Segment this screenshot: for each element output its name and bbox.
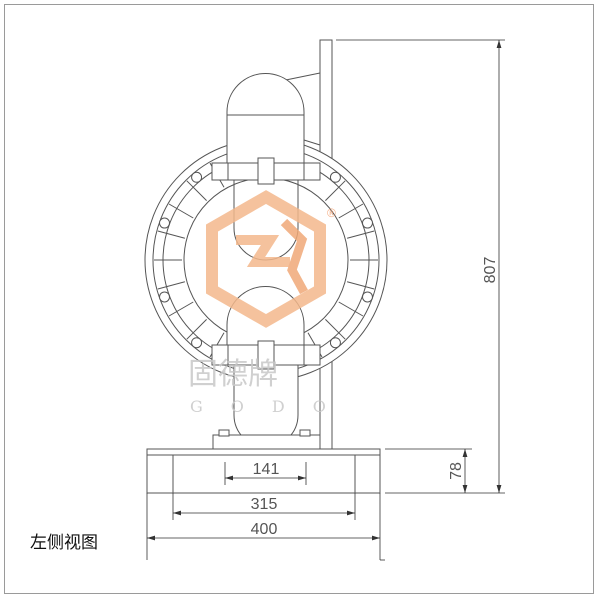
brand-en-watermark: GODO bbox=[190, 397, 354, 416]
ring-bolt bbox=[191, 171, 203, 183]
base-plate bbox=[146, 448, 381, 494]
ring-rib bbox=[168, 301, 194, 317]
ring-bolt bbox=[361, 217, 373, 229]
ring-rib bbox=[157, 230, 185, 239]
base-bolt bbox=[299, 429, 311, 437]
view-title: 左侧视图 bbox=[30, 533, 98, 553]
dimension-base-width: 400 bbox=[146, 493, 385, 561]
dimension-base-inner-width: 315 bbox=[172, 493, 356, 520]
ring-bolt bbox=[191, 337, 203, 349]
ring-rib bbox=[347, 281, 375, 290]
ring-rib bbox=[186, 180, 207, 201]
dim-text-141: 141 bbox=[253, 461, 280, 478]
ring-bolt bbox=[329, 171, 341, 183]
ring-bolt bbox=[159, 291, 171, 303]
dim-text-807: 807 bbox=[482, 257, 499, 284]
brand-cn-watermark: 固德牌 bbox=[188, 357, 278, 392]
dim-text-315: 315 bbox=[251, 496, 278, 513]
base-bracket bbox=[212, 434, 321, 450]
dim-text-78: 78 bbox=[448, 462, 465, 480]
ring-rib bbox=[338, 203, 364, 219]
dimension-overall-height: 807 bbox=[336, 39, 505, 494]
ring-rib bbox=[168, 203, 194, 219]
ring-rib bbox=[347, 230, 375, 239]
base-bolt bbox=[218, 429, 230, 437]
lower-flange bbox=[211, 340, 321, 370]
ring-bolt bbox=[329, 337, 341, 349]
ring-rib bbox=[338, 301, 364, 317]
drawing-frame bbox=[4, 4, 594, 594]
dimension-base-height: 78 bbox=[385, 448, 472, 493]
ring-bolt bbox=[361, 291, 373, 303]
dimension-bolt-spacing: 141 bbox=[224, 461, 307, 485]
registered-mark: ® bbox=[327, 206, 336, 220]
dim-text-400: 400 bbox=[251, 521, 278, 538]
brand-logo-watermark: ® 固德牌 GODO bbox=[188, 190, 354, 416]
ring-rib bbox=[157, 281, 185, 290]
ring-rib bbox=[325, 180, 346, 201]
ring-rib bbox=[325, 319, 346, 340]
upper-flange bbox=[211, 157, 321, 185]
ring-rib bbox=[186, 319, 207, 340]
ring-bolt bbox=[159, 217, 171, 229]
